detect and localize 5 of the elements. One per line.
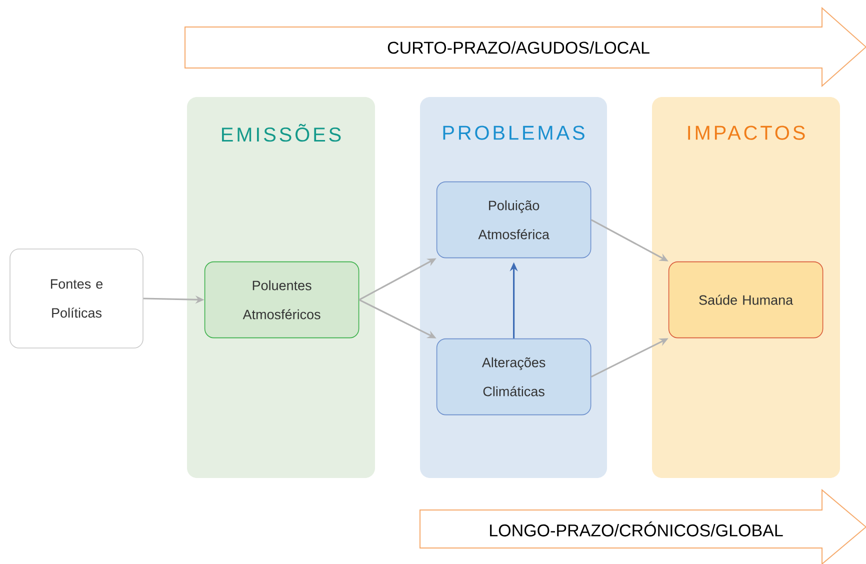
process-box: Fontes e Políticas xyxy=(10,248,144,348)
process-box: Poluentes Atmosféricos xyxy=(204,261,360,338)
process-box: Poluição Atmosférica xyxy=(436,181,592,258)
process-box: Saúde Humana xyxy=(668,261,824,338)
process-box: Alterações Climáticas xyxy=(436,338,592,416)
